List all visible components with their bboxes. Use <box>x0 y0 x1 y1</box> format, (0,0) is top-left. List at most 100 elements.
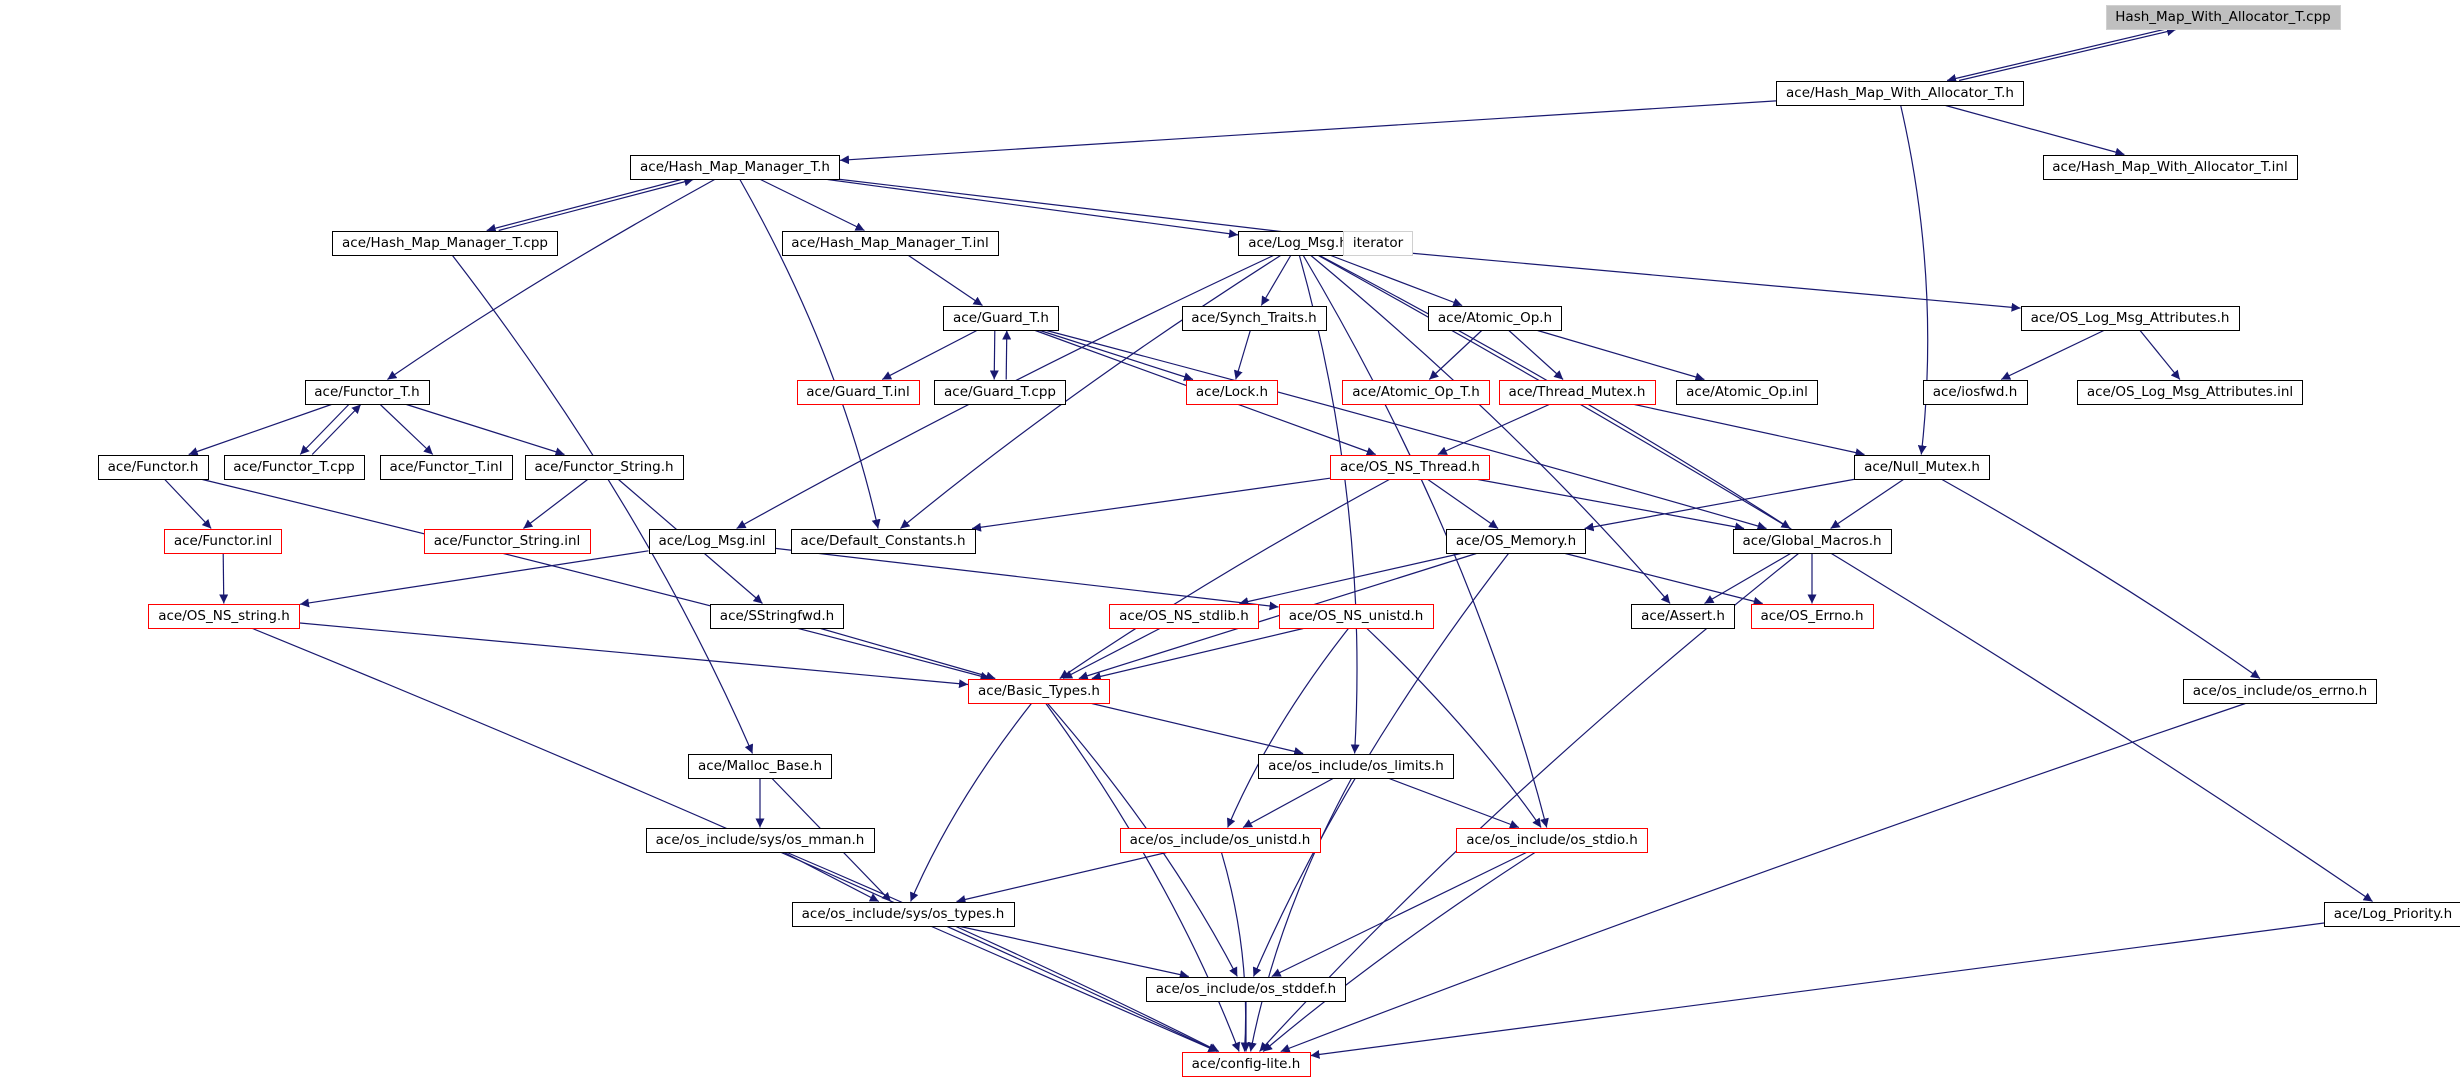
edge-os-ns-thread-h-to-global-macros-h <box>1477 478 1745 532</box>
edge-os-ns-unistd-h-to-os-unistd-h <box>1226 628 1349 828</box>
edge-os-ns-unistd-h-to-basic-types-h <box>1091 627 1304 681</box>
node-root[interactable]: Hash_Map_With_Allocator_T.cpp <box>2105 4 2341 30</box>
edge-os-unistd-h-to-config-lite-h <box>1220 852 1250 1052</box>
node-atomic-h[interactable]: ace/Atomic_Op.h <box>1428 305 1562 331</box>
edge-functor-t-cpp-to-functor-t-h <box>311 404 362 455</box>
edge-functor-t-h-to-functor-t-inl <box>379 404 434 455</box>
edge-basic-types-h-to-os-limits-h <box>1091 702 1304 756</box>
edge-os-ns-unistd-h-to-os-stdio-h <box>1366 628 1542 828</box>
edge-hmwa-h-to-hmm-h <box>839 100 1777 165</box>
edge-hmwa-h-to-null-mutex-h <box>1900 105 1929 455</box>
edge-os-stdio-h-to-os-stddef-h <box>1271 851 1527 978</box>
node-default-constants-h[interactable]: ace/Default_Constants.h <box>790 528 976 554</box>
edge-os-limits-h-to-config-lite-h <box>1247 778 1352 1052</box>
edge-thread-mutex-h-to-null-mutex-h <box>1634 403 1865 457</box>
node-os-memory-h[interactable]: ace/OS_Memory.h <box>1446 528 1586 554</box>
edge-guard-h-to-global-macros-h <box>1046 329 1767 531</box>
edge-os-limits-h-to-os-stdio-h <box>1388 777 1520 829</box>
edge-hmm-cpp-to-hmm-h <box>498 177 694 232</box>
node-os-limits-h[interactable]: ace/os_include/os_limits.h <box>1258 753 1454 779</box>
node-atomic-t-h[interactable]: ace/Atomic_Op_T.h <box>1342 379 1490 405</box>
edge-functor-h-to-basic-types-h <box>202 478 990 681</box>
node-functor-h[interactable]: ace/Functor.h <box>97 454 209 480</box>
node-iosfwd-h[interactable]: ace/iosfwd.h <box>1922 379 2028 405</box>
edge-logmsg-h-to-default-constants-h <box>900 254 1281 529</box>
node-logmsg-h[interactable]: ace/Log_Msg.h <box>1238 230 1358 256</box>
node-hmm-h[interactable]: ace/Hash_Map_Manager_T.h <box>630 154 840 180</box>
node-basic-types-h[interactable]: ace/Basic_Types.h <box>968 678 1110 704</box>
node-os-mman-h[interactable]: ace/os_include/sys/os_mman.h <box>645 827 875 853</box>
node-os-unistd-h[interactable]: ace/os_include/os_unistd.h <box>1119 827 1321 853</box>
edge-hmm-h-to-functor-t-h <box>387 178 715 380</box>
node-sstringfwd-h[interactable]: ace/SStringfwd.h <box>710 603 844 629</box>
node-null-mutex-h[interactable]: ace/Null_Mutex.h <box>1854 454 1990 480</box>
node-guard-h[interactable]: ace/Guard_T.h <box>943 305 1059 331</box>
edge-hmwa-h-to-hmwa-inl <box>1945 104 2125 157</box>
node-os-stddef-h[interactable]: ace/os_include/os_stddef.h <box>1146 976 1346 1002</box>
node-hmwa-inl[interactable]: ace/Hash_Map_With_Allocator_T.inl <box>2042 154 2298 180</box>
node-functor-t-inl[interactable]: ace/Functor_T.inl <box>379 454 513 480</box>
edge-os-mman-h-to-os-types-h <box>783 851 880 903</box>
node-oslma-inl[interactable]: ace/OS_Log_Msg_Attributes.inl <box>2077 379 2303 405</box>
node-global-macros-h[interactable]: ace/Global_Macros.h <box>1732 528 1892 554</box>
edge-atomic-h-to-thread-mutex-h <box>1508 330 1564 380</box>
edge-os-stdio-h-to-config-lite-h <box>1262 851 1536 1052</box>
edge-atomic-h-to-atomic-t-h <box>1428 330 1483 380</box>
node-guard-inl[interactable]: ace/Guard_T.inl <box>796 379 920 405</box>
node-hmm-cpp[interactable]: ace/Hash_Map_Manager_T.cpp <box>332 230 558 256</box>
node-malloc-base-h[interactable]: ace/Malloc_Base.h <box>688 753 832 779</box>
edge-logmsg-inl-to-os-ns-string-h <box>299 550 649 608</box>
edge-functor-t-h-to-functor-string-h <box>406 403 565 457</box>
edge-functor-inl-to-os-ns-string-h <box>219 553 229 604</box>
node-thread-mutex-h[interactable]: ace/Thread_Mutex.h <box>1498 379 1656 405</box>
node-functor-string-h[interactable]: ace/Functor_String.h <box>524 454 684 480</box>
edge-os-memory-h-to-os-errno-h <box>1565 552 1763 606</box>
edge-os-memory-h-to-basic-types-h <box>1078 552 1477 681</box>
edge-functor-h-to-functor-inl <box>164 479 212 529</box>
edge-functor-t-h-to-functor-h <box>188 403 332 456</box>
node-functor-inl[interactable]: ace/Functor.inl <box>164 528 282 554</box>
edge-os-include-os-errno-h-to-config-lite-h <box>1280 702 2246 1053</box>
node-config-lite-h[interactable]: ace/config-lite.h <box>1181 1051 1311 1077</box>
edge-root-to-hmwa-h <box>1946 28 2165 83</box>
node-iterator: iterator <box>1343 230 1413 256</box>
edge-os-ns-thread-h-to-basic-types-h <box>1059 478 1390 679</box>
edge-atomic-h-to-atomic-inl <box>1537 329 1705 382</box>
edge-os-memory-h-to-os-ns-stdlib-h <box>1239 552 1461 606</box>
node-functor-t-h[interactable]: ace/Functor_T.h <box>304 379 430 405</box>
node-hmm-inl[interactable]: ace/Hash_Map_Manager_T.inl <box>781 230 999 256</box>
edge-guard-cpp-to-guard-h <box>1002 330 1012 380</box>
node-os-include-os-errno-h[interactable]: ace/os_include/os_errno.h <box>2183 678 2377 704</box>
edge-functor-t-h-to-functor-t-cpp <box>299 404 350 455</box>
node-functor-string-inl[interactable]: ace/Functor_String.inl <box>423 528 591 554</box>
node-lock-h[interactable]: ace/Lock.h <box>1186 379 1278 405</box>
edge-os-ns-thread-h-to-os-memory-h <box>1427 479 1499 529</box>
edge-hmm-h-to-hmm-inl <box>760 178 865 232</box>
edge-os-types-h-to-os-stddef-h <box>960 925 1189 979</box>
node-os-ns-stdlib-h[interactable]: ace/OS_NS_stdlib.h <box>1109 603 1259 629</box>
node-log-priority-h[interactable]: ace/Log_Priority.h <box>2324 901 2460 927</box>
node-atomic-inl[interactable]: ace/Atomic_Op.inl <box>1676 379 1818 405</box>
edge-functor-string-h-to-functor-string-inl <box>523 479 588 529</box>
node-synch-h[interactable]: ace/Synch_Traits.h <box>1181 305 1327 331</box>
node-guard-cpp[interactable]: ace/Guard_T.cpp <box>934 379 1066 405</box>
node-os-ns-string-h[interactable]: ace/OS_NS_string.h <box>148 603 300 629</box>
node-os-stdio-h[interactable]: ace/os_include/os_stdio.h <box>1456 827 1648 853</box>
node-os-errno-h[interactable]: ace/OS_Errno.h <box>1750 603 1874 629</box>
edge-os-ns-thread-h-to-default-constants-h <box>971 477 1331 532</box>
node-oslma-h[interactable]: ace/OS_Log_Msg_Attributes.h <box>2020 305 2240 331</box>
edge-os-unistd-h-to-os-types-h <box>956 851 1167 904</box>
edge-guard-h-to-guard-inl <box>881 329 978 381</box>
node-os-types-h[interactable]: ace/os_include/sys/os_types.h <box>791 901 1015 927</box>
node-os-ns-thread-h[interactable]: ace/OS_NS_Thread.h <box>1330 454 1490 480</box>
node-os-ns-unistd-h[interactable]: ace/OS_NS_unistd.h <box>1278 603 1434 629</box>
node-functor-t-cpp[interactable]: ace/Functor_T.cpp <box>223 454 365 480</box>
node-hmwa-h[interactable]: ace/Hash_Map_With_Allocator_T.h <box>1776 80 2024 106</box>
edge-oslma-h-to-oslma-inl <box>2139 330 2181 380</box>
node-logmsg-inl[interactable]: ace/Log_Msg.inl <box>648 528 776 554</box>
edge-basic-types-h-to-config-lite-h <box>1045 703 1241 1052</box>
node-assert-h[interactable]: ace/Assert.h <box>1631 603 1735 629</box>
edge-null-mutex-h-to-os-memory-h <box>1584 478 1855 532</box>
edge-logmsg-h-to-atomic-h <box>1330 254 1463 307</box>
edge-os-ns-string-h-to-basic-types-h <box>299 622 969 689</box>
